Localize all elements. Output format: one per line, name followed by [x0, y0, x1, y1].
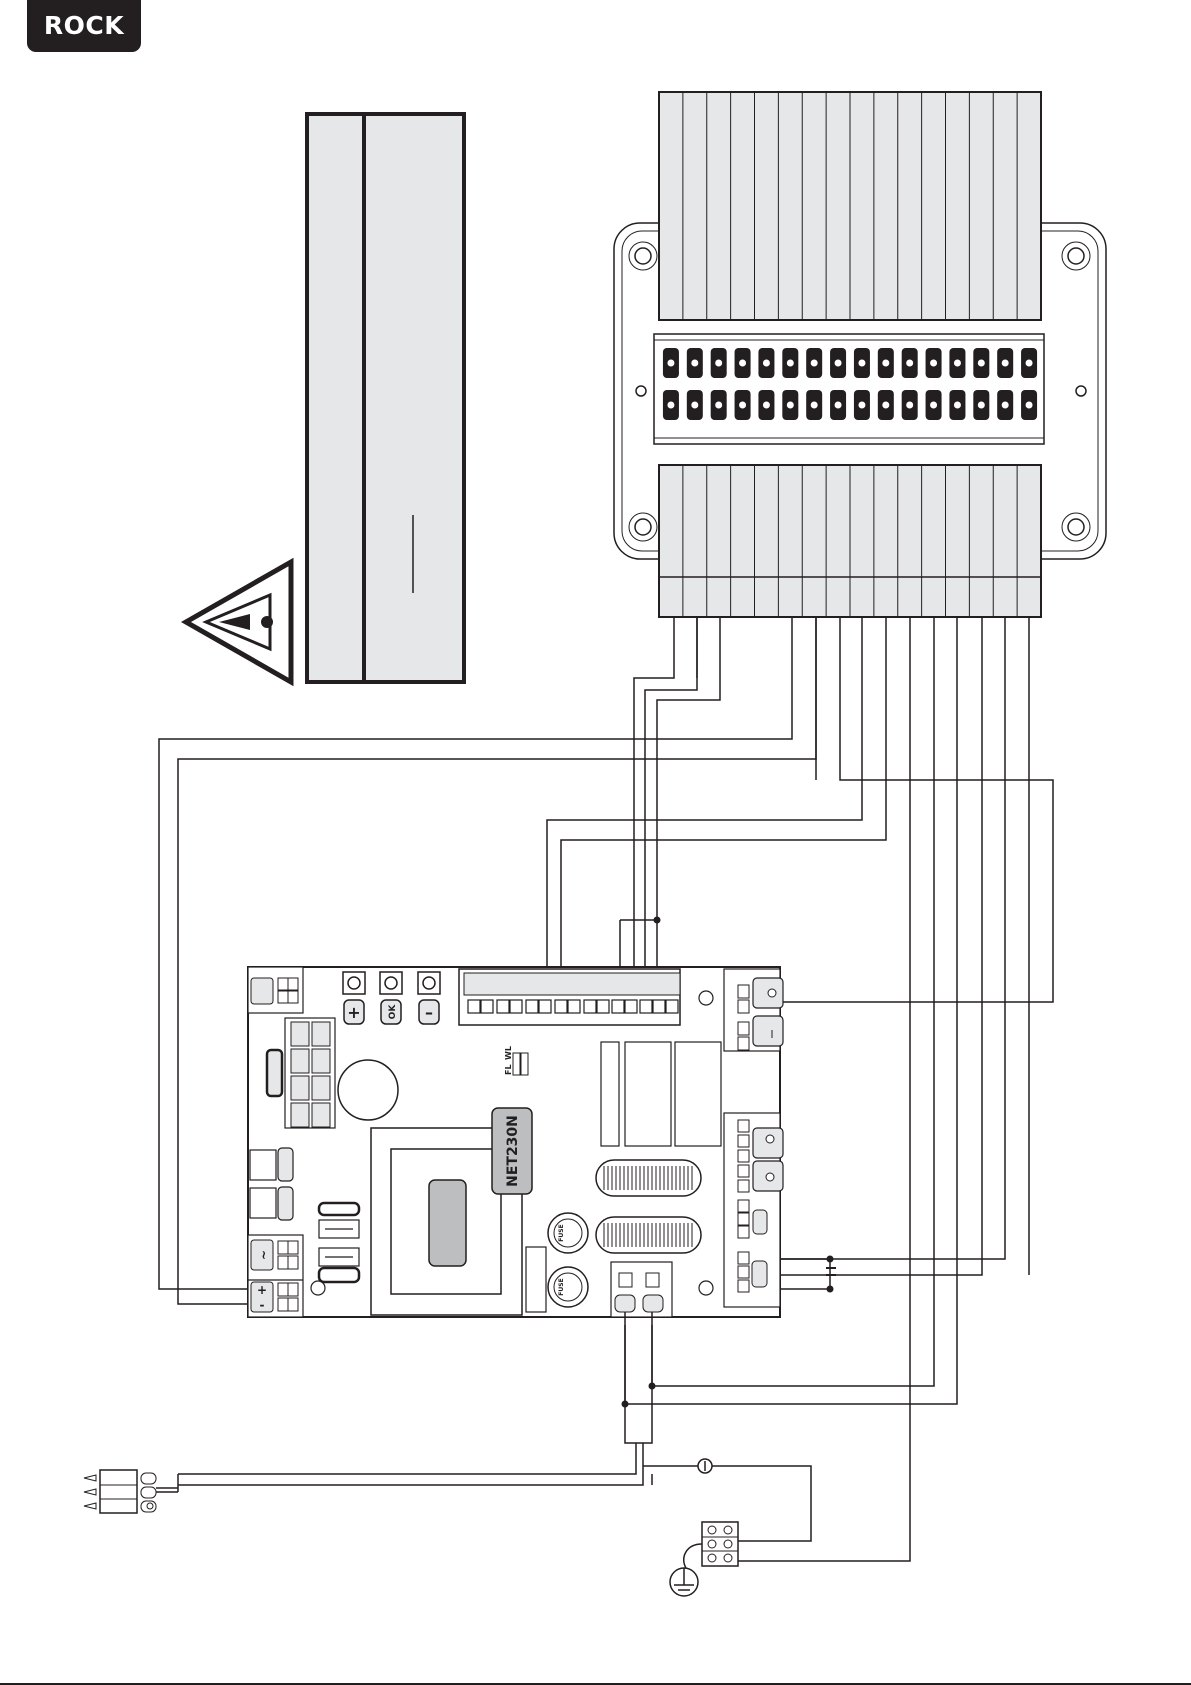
net230n-module: NET230N [492, 1108, 532, 1194]
header-terminal [612, 1000, 624, 1013]
warning-icon [186, 562, 291, 682]
rail-screw [858, 401, 866, 409]
rail-screw [715, 401, 723, 409]
rail-screw [1025, 401, 1033, 409]
rail-screw [739, 401, 747, 409]
lamp-icon [753, 1016, 783, 1046]
plus-label: + [347, 1003, 360, 1022]
fuse-1-label: FUSE [558, 1224, 565, 1241]
rail-screw [882, 401, 890, 409]
header-terminal [653, 1000, 665, 1013]
power-terminals: ~ + - [248, 1235, 303, 1317]
module-label: NET230N [505, 1115, 521, 1187]
right-terminal [738, 1150, 749, 1162]
right-terminal [738, 1120, 749, 1132]
fuse-1: FUSE [548, 1213, 588, 1253]
minus-terminal-label: - [260, 1298, 265, 1312]
antenna-terminal [248, 967, 303, 1013]
header-terminal [526, 1000, 538, 1013]
header-terminal [468, 1000, 480, 1013]
fuse-2-label: FUSE [558, 1278, 565, 1295]
terminal-rail [654, 334, 1044, 444]
rail-screw [1001, 401, 1009, 409]
rail-screw [977, 401, 985, 409]
rail-screw [953, 359, 961, 367]
rail-screw [930, 359, 938, 367]
header-terminal [481, 1000, 493, 1013]
rail-screw [977, 359, 985, 367]
right-terminal [738, 1252, 749, 1264]
rail-screw [691, 401, 699, 409]
ac-label: ~ [257, 1250, 271, 1260]
flashing-light-icon [753, 978, 783, 1008]
header-terminal [555, 1000, 567, 1013]
plug-icon [84, 1470, 178, 1513]
right-terminal [738, 1180, 749, 1192]
rail-screw [858, 359, 866, 367]
rail-screw [762, 401, 770, 409]
terminal-label-strip-top [659, 92, 1041, 320]
rail-screw [810, 359, 818, 367]
rail-screw [953, 401, 961, 409]
rail-screw [667, 359, 675, 367]
relays [601, 1042, 721, 1146]
earth-ground-icon [670, 1568, 698, 1596]
header-terminal [666, 1000, 678, 1013]
rail-screw [834, 401, 842, 409]
rail-screw [810, 401, 818, 409]
rail-screw [786, 401, 794, 409]
rail-screw [834, 359, 842, 367]
connector-strip [526, 1247, 546, 1312]
rail-screw [930, 401, 938, 409]
control-board: + OK – [248, 967, 783, 1317]
earth-node-icon [698, 1459, 712, 1473]
right-terminal [738, 1266, 749, 1278]
mains-wires [178, 1312, 811, 1541]
motor-terminal-block [684, 1522, 738, 1568]
right-terminal [738, 1165, 749, 1177]
header-terminal [640, 1000, 652, 1013]
right-terminal [738, 1280, 749, 1292]
rail-screw [1001, 359, 1009, 367]
right-terminal [738, 1213, 749, 1225]
header-terminal [497, 1000, 509, 1013]
warning-panel [307, 114, 464, 682]
fuse-2: FUSE [548, 1267, 588, 1307]
header-terminal [510, 1000, 522, 1013]
minus-label: – [425, 1003, 433, 1022]
rail-screw [691, 359, 699, 367]
ok-label: OK [388, 1004, 398, 1020]
header-terminal [584, 1000, 596, 1013]
rail-screw [906, 359, 914, 367]
rail-screw [715, 359, 723, 367]
right-terminal [738, 1226, 749, 1238]
plus-terminal-label: + [257, 1283, 267, 1297]
mains-terminal [611, 1262, 672, 1317]
rail-screw [1025, 359, 1033, 367]
right-terminal [738, 1135, 749, 1147]
dip-label-wl: WL [504, 1046, 513, 1060]
terminal-label-strip-bottom [659, 465, 1041, 617]
capacitor-icon [826, 1268, 836, 1275]
header-terminal [539, 1000, 551, 1013]
header-terminal [568, 1000, 580, 1013]
buzzer [338, 1060, 398, 1120]
right-terminal [738, 1200, 749, 1212]
rail-screw [906, 401, 914, 409]
rail-screw [882, 359, 890, 367]
header-terminal [625, 1000, 637, 1013]
rail-screw [739, 359, 747, 367]
rail-screw [762, 359, 770, 367]
dip-label-fl: FL [504, 1064, 513, 1075]
header-terminal [597, 1000, 609, 1013]
rail-screw [786, 359, 794, 367]
rail-screw [667, 401, 675, 409]
right-terminals-bottom [724, 1113, 783, 1307]
